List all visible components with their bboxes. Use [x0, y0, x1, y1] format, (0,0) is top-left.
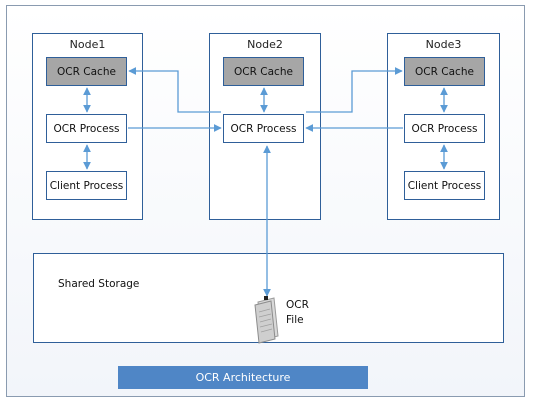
- node3-ocr-process: OCR Process: [404, 114, 485, 143]
- node2-to-node3-cache-arrow: [306, 67, 403, 113]
- node1-client-process: Client Process: [46, 171, 127, 200]
- ocr-file-icon: [254, 296, 279, 344]
- node3-client-process: Client Process: [404, 171, 485, 200]
- node3-title: Node3: [425, 38, 462, 51]
- node3-ocr-cache: OCR Cache: [404, 57, 485, 86]
- node2-ocr-cache: OCR Cache: [223, 57, 304, 86]
- ocr-file-label: OCR File: [286, 298, 309, 328]
- node2-ocr-process: OCR Process: [223, 114, 304, 143]
- diagram-caption: OCR Architecture: [118, 366, 368, 389]
- node1-ocr-process: OCR Process: [46, 114, 127, 143]
- ocr-file-label-line1: OCR: [286, 299, 309, 311]
- node2-title: Node2: [247, 38, 283, 51]
- ocr-file-label-line2: File: [286, 314, 304, 326]
- node1-title: Node1: [69, 38, 106, 51]
- shared-storage-label: Shared Storage: [58, 278, 140, 290]
- node1-ocr-cache: OCR Cache: [46, 57, 127, 86]
- node2-to-node1-cache-arrow: [128, 67, 221, 113]
